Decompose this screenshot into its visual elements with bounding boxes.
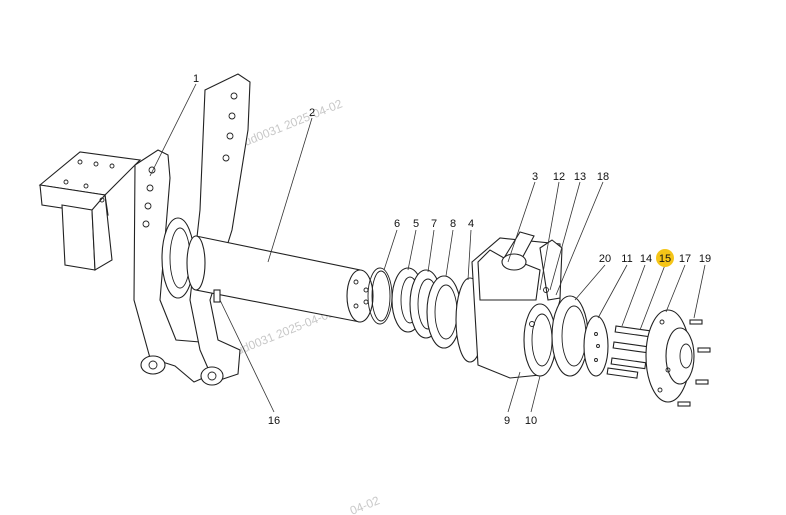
leader-lines (149, 83, 706, 413)
callout-7[interactable]: 7 (431, 218, 437, 230)
svg-text:14: 14 (640, 253, 652, 265)
watermark-bottom: 04-02 (348, 493, 382, 515)
callout-15[interactable]: 15 (656, 249, 674, 267)
thrust-washer-part (583, 315, 609, 377)
svg-text:2: 2 (309, 107, 315, 119)
svg-text:7: 7 (431, 218, 437, 230)
callout-2[interactable]: 2 (309, 107, 315, 119)
callout-16[interactable]: 16 (268, 415, 280, 427)
callout-6[interactable]: 6 (394, 218, 400, 230)
callout-18[interactable]: 18 (597, 171, 609, 183)
callout-10[interactable]: 10 (525, 415, 537, 427)
svg-text:13: 13 (574, 171, 586, 183)
bearing-rings-part (391, 267, 462, 349)
svg-text:20: 20 (599, 253, 611, 265)
screws-part (677, 319, 711, 407)
svg-text:9: 9 (504, 415, 510, 427)
callout-17[interactable]: 17 (679, 253, 691, 265)
svg-text:6: 6 (394, 218, 400, 230)
callout-4[interactable]: 4 (468, 218, 474, 230)
callout-9[interactable]: 9 (504, 415, 510, 427)
bolts-part (606, 325, 651, 379)
svg-text:5: 5 (413, 218, 419, 230)
callout-5[interactable]: 5 (413, 218, 419, 230)
callout-3[interactable]: 3 (532, 171, 538, 183)
svg-text:18: 18 (597, 171, 609, 183)
svg-text:17: 17 (679, 253, 691, 265)
svg-text:8: 8 (450, 218, 456, 230)
callout-12[interactable]: 12 (553, 171, 565, 183)
callout-1[interactable]: 1 (193, 73, 199, 85)
hub-housing-part (455, 231, 563, 379)
callout-20[interactable]: 20 (599, 253, 611, 265)
callout-labels: 1 2 3 12 13 18 6 5 7 8 4 20 11 14 15 17 … (193, 73, 711, 427)
svg-text:11: 11 (621, 253, 632, 265)
svg-text:19: 19 (699, 253, 711, 265)
callout-13[interactable]: 13 (574, 171, 586, 183)
watermark-top: ud0031 2025-04-02 (242, 96, 345, 148)
end-cover-part (645, 309, 695, 403)
svg-text:15: 15 (659, 253, 671, 265)
svg-text:3: 3 (532, 171, 538, 183)
callout-19[interactable]: 19 (699, 253, 711, 265)
svg-text:12: 12 (553, 171, 565, 183)
svg-text:16: 16 (268, 415, 280, 427)
disc-part (551, 295, 589, 377)
o-ring-part (367, 267, 393, 325)
callout-8[interactable]: 8 (450, 218, 456, 230)
callout-11[interactable]: 11 (621, 253, 632, 265)
shaft-part (186, 235, 374, 323)
svg-text:1: 1 (193, 73, 199, 85)
svg-text:4: 4 (468, 218, 474, 230)
highlight-marker (656, 249, 674, 267)
svg-text:10: 10 (525, 415, 537, 427)
frame-bracket-part (38, 73, 251, 386)
callout-14[interactable]: 14 (640, 253, 652, 265)
